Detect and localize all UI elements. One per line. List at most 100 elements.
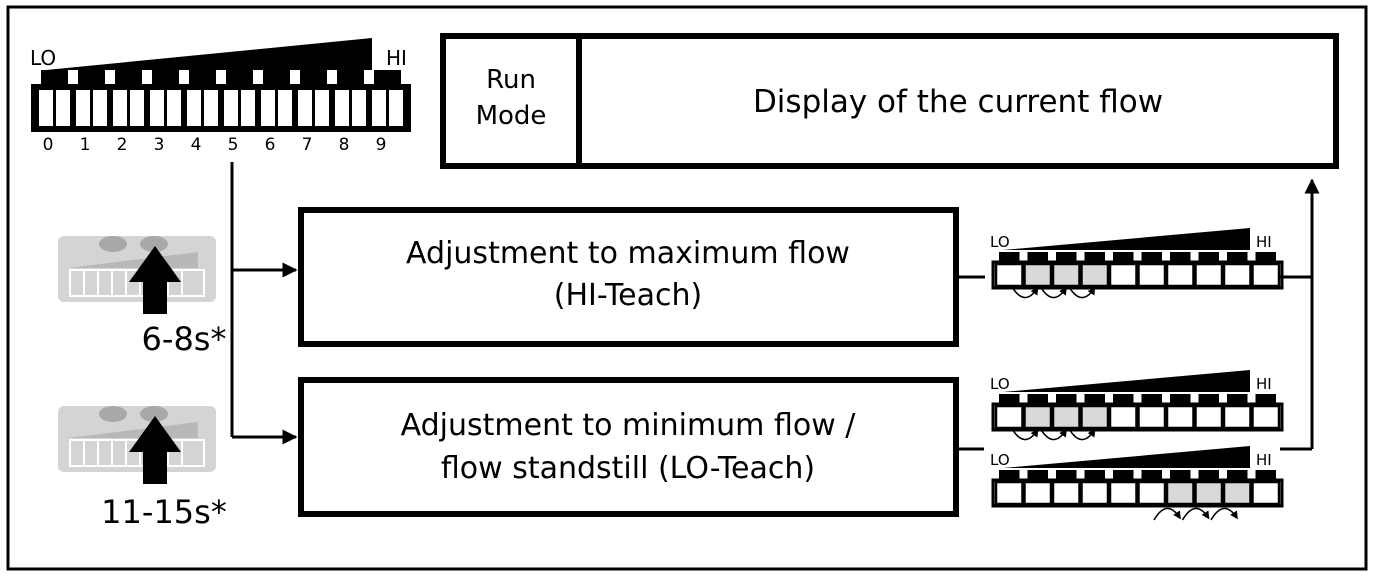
lo-teach-indicator-a: LO HI xyxy=(990,370,1284,441)
button-press-device-icon xyxy=(58,406,216,472)
lo-indicator-a-hi-label: HI xyxy=(1256,375,1272,393)
lo-indicator-a-segment-0 xyxy=(994,404,1024,430)
hi-indicator-led-5 xyxy=(1141,252,1162,262)
hi-indicator-segment-8 xyxy=(1222,262,1252,288)
lo-indicator-a-segment-9 xyxy=(1251,404,1281,430)
hi-teach-box: Adjustment to maximum flow (HI-Teach) xyxy=(298,207,959,347)
top-lo-label: LO xyxy=(30,46,56,70)
top-hi-label: HI xyxy=(386,46,407,70)
hi-indicator-segment-9 xyxy=(1251,262,1281,288)
lo-teach-title-1: Adjustment to minimum flow / xyxy=(401,408,857,443)
hi-indicator-led-2 xyxy=(1056,252,1077,262)
lo-indicator-b-segment-1 xyxy=(1023,480,1053,506)
top-scale-6: 6 xyxy=(265,135,276,155)
arrow-up-icon xyxy=(129,246,181,314)
lo-indicator-b-led-5 xyxy=(1141,470,1162,480)
lo-indicator-a-segment-5 xyxy=(1137,404,1167,430)
lo-indicator-a-segment-6 xyxy=(1165,404,1195,430)
lo-indicator-b-segment-8 xyxy=(1222,480,1252,506)
hi-indicator-led-4 xyxy=(1113,252,1134,262)
top-scale-3: 3 xyxy=(154,135,165,155)
hi-indicator-segment-1 xyxy=(1023,262,1053,288)
arrow-left-right-chase-icon xyxy=(1153,507,1181,521)
arrow-left-right-chase-icon xyxy=(1010,427,1039,441)
hi-indicator-wedge xyxy=(1003,228,1250,250)
hi-indicator-segment-2 xyxy=(1051,262,1081,288)
top-bar-frame xyxy=(31,84,411,132)
lo-indicator-b-segment-7 xyxy=(1194,480,1224,506)
lo-indicator-b-segment-0 xyxy=(994,480,1024,506)
lo-indicator-b-hi-label: HI xyxy=(1256,451,1272,469)
lo-indicator-b-led-0 xyxy=(999,470,1020,480)
hi-indicator-lo-label: LO xyxy=(990,233,1010,251)
hi-indicator-frame xyxy=(991,260,1284,290)
lo-indicator-a-led-2 xyxy=(1056,394,1077,404)
top-led-5 xyxy=(226,70,253,86)
flow-connectors xyxy=(230,162,1320,451)
lo-indicator-b-segment-4 xyxy=(1108,480,1138,506)
top-led-2 xyxy=(115,70,142,86)
lo-indicator-a-lo-label: LO xyxy=(990,375,1010,393)
arrow-left-right-chase-icon xyxy=(1039,285,1067,299)
outer-frame xyxy=(6,5,1368,571)
lo-indicator-b-segment-3 xyxy=(1080,480,1110,506)
lo-indicator-a-led-7 xyxy=(1198,394,1219,404)
lo-indicator-b-segment-6 xyxy=(1165,480,1195,506)
top-scale-9: 9 xyxy=(376,135,387,155)
arrow-left-right-chase-icon xyxy=(1210,507,1238,521)
lo-indicator-b-wedge xyxy=(1003,446,1250,468)
lo-indicator-b-led-7 xyxy=(1198,470,1219,480)
top-scale-5: 5 xyxy=(228,135,239,155)
run-mode-box: Run Mode Display of the current flow xyxy=(440,33,1339,169)
lo-indicator-a-led-3 xyxy=(1084,394,1105,404)
hi-indicator-led-0 xyxy=(999,252,1020,262)
lo-indicator-a-led-1 xyxy=(1027,394,1048,404)
top-scale-1: 1 xyxy=(80,135,91,155)
lo-indicator-b-lo-label: LO xyxy=(990,451,1010,469)
top-led-segments xyxy=(31,70,411,132)
lo-indicator-a-led-4 xyxy=(1113,394,1134,404)
hi-indicator-segment-4 xyxy=(1108,262,1138,288)
lo-indicator-b-frame xyxy=(991,478,1284,508)
lo-indicator-a-led-9 xyxy=(1255,394,1276,404)
hi-teach-press-time: 6-8s* xyxy=(142,320,227,358)
lo-indicator-b-led-3 xyxy=(1084,470,1105,480)
lo-teach-press-time: 11-15s* xyxy=(101,493,227,531)
arrow-up-icon xyxy=(129,416,181,484)
lo-indicator-a-segment-4 xyxy=(1108,404,1138,430)
top-scale-2: 2 xyxy=(117,135,128,155)
lo-indicator-a-segment-1 xyxy=(1023,404,1053,430)
run-mode-label-1: Run xyxy=(486,65,536,95)
lo-indicator-b-segment-9 xyxy=(1251,480,1281,506)
arrow-left-right-chase-icon xyxy=(1067,427,1096,441)
hi-indicator-led-8 xyxy=(1227,252,1248,262)
hi-teach-indicator: LO HI xyxy=(990,228,1284,299)
top-scale-8: 8 xyxy=(339,135,350,155)
lo-indicator-b-segment-5 xyxy=(1137,480,1167,506)
hi-indicator-segment-6 xyxy=(1165,262,1195,288)
hi-indicator-led-7 xyxy=(1198,252,1219,262)
hi-indicator-segment-3 xyxy=(1080,262,1110,288)
top-led-3 xyxy=(152,70,179,86)
lo-indicator-b-led-9 xyxy=(1255,470,1276,480)
arrow-left-right-chase-icon xyxy=(1067,285,1096,299)
lo-indicator-a-led-6 xyxy=(1170,394,1191,404)
lo-indicator-b-segment-2 xyxy=(1051,480,1081,506)
lo-indicator-a-segment-2 xyxy=(1051,404,1081,430)
hi-indicator-hi-label: HI xyxy=(1256,233,1272,251)
lo-indicator-a-frame xyxy=(991,402,1284,432)
run-mode-label-2: Mode xyxy=(476,101,547,131)
hi-indicator-led-6 xyxy=(1170,252,1191,262)
hi-indicator-segment-0 xyxy=(994,262,1024,288)
lo-teach-indicator-b: LO HI xyxy=(990,446,1284,521)
hi-indicator-segment-5 xyxy=(1137,262,1167,288)
hi-indicator-led-9 xyxy=(1255,252,1276,262)
hi-indicator-segment-7 xyxy=(1194,262,1224,288)
top-scale-7: 7 xyxy=(302,135,313,155)
hi-teach-title-1: Adjustment to maximum flow xyxy=(406,236,850,271)
lo-indicator-b-led-4 xyxy=(1113,470,1134,480)
button-press-device-icon xyxy=(58,236,216,302)
top-led-6 xyxy=(263,70,290,86)
